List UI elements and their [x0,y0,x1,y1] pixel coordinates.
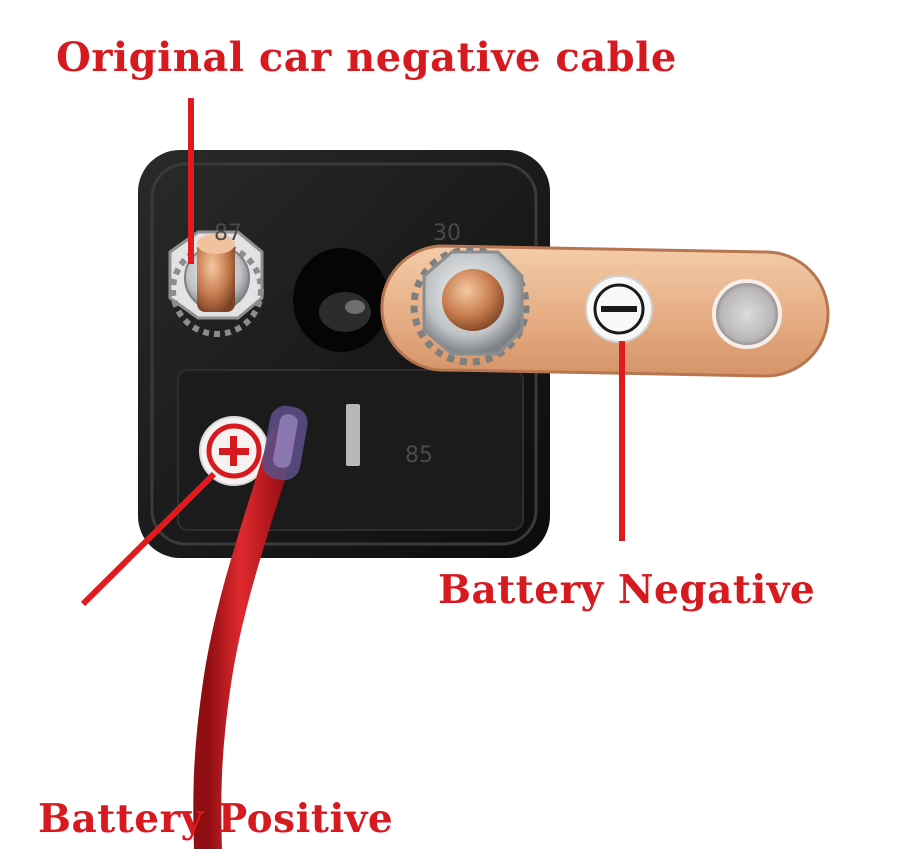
terminal-87-mark: 87 [214,221,242,246]
pointer-lines [80,98,625,607]
terminal-85-mark: 85 [405,443,433,468]
terminal-30-mark: 30 [433,221,461,246]
terminal-30 [410,246,530,366]
center-socket [293,248,389,352]
spade-terminal [346,404,360,466]
original-cable-label: Original car negative cable [56,34,677,81]
pointer-battery-positive [80,471,217,607]
battery-positive-label: Battery Positive [38,796,394,842]
battery-negative-label: Battery Negative [438,567,816,613]
positive-wire [193,405,308,849]
minus-icon [585,275,653,343]
